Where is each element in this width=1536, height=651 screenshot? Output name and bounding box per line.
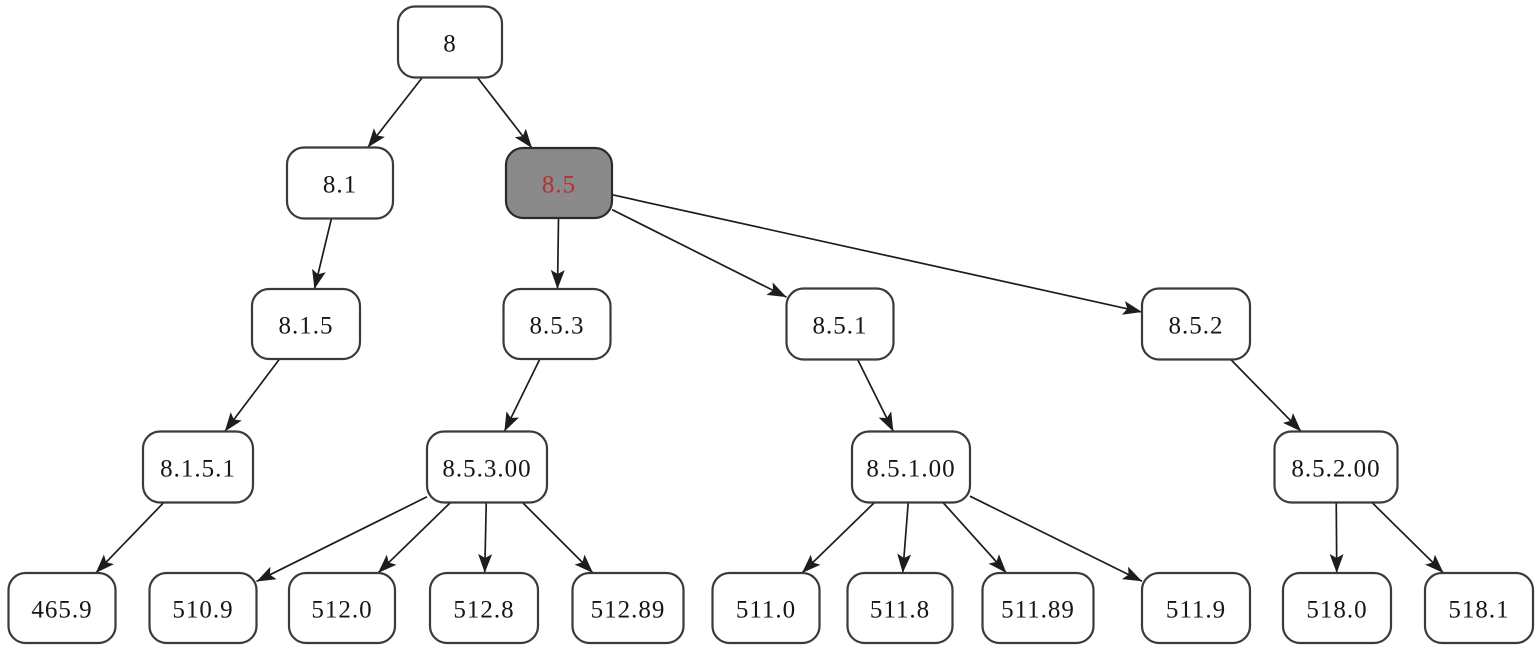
node-8-1-5-1: 8.1.5.1: [141, 430, 255, 504]
edge-8-5-1-00-to-511-0: [801, 501, 876, 574]
node-label-8-5-3: 8.5.3: [530, 313, 585, 340]
node-8-5-2-00: 8.5.2.00: [1273, 430, 1399, 504]
node-box-510-9: [148, 571, 258, 645]
edge-8-5-2-00-to-518-0: [1329, 502, 1344, 574]
node-box-511-89: [981, 571, 1095, 645]
node-511-8: 511.8: [846, 571, 954, 645]
node-label-511-0: 511.0: [736, 597, 796, 624]
node-511-9: 511.9: [1140, 571, 1252, 645]
node-label-8-1-5-1: 8.1.5.1: [160, 456, 236, 483]
node-8-5: 8.5: [504, 146, 614, 220]
node-label-8-1: 8.1: [323, 172, 357, 199]
node-label-510-9: 510.9: [172, 597, 233, 624]
node-box-8-1-5: [250, 287, 362, 361]
node-box-8-5-2: [1140, 287, 1252, 361]
node-label-8-1-5: 8.1.5: [279, 313, 334, 340]
node-512-89: 512.89: [571, 571, 685, 645]
edge-8-5-3-00-to-512-8: [478, 502, 493, 574]
node-510-9: 510.9: [148, 571, 258, 645]
node-label-511-8: 511.8: [870, 597, 930, 624]
edge-8-5-3-00-to-512-89: [521, 501, 594, 574]
edge-8-1-5-1-to-465-9: [95, 501, 165, 574]
node-box-511-9: [1140, 571, 1252, 645]
node-box-8-5-1-00: [850, 430, 972, 504]
node-8-1: 8.1: [285, 146, 395, 220]
edge-8-5-1-00-to-511-89: [942, 501, 1008, 574]
node-box-518-0: [1281, 571, 1393, 645]
node-8-5-1-00: 8.5.1.00: [850, 430, 972, 504]
node-label-8-5-2-00: 8.5.2.00: [1291, 456, 1380, 483]
node-box-511-8: [846, 571, 954, 645]
node-8-1-5: 8.1.5: [250, 287, 362, 361]
node-layer: 8 8.1 8.5 8.1.5 8.5.3 8.5.1 8.5.2 8.1.5.1 8.5.3.…: [7, 5, 1535, 645]
node-label-511-89: 511.89: [1001, 597, 1075, 624]
edge-layer: [95, 76, 1445, 583]
edge-8-5-to-8-5-1: [611, 208, 787, 298]
edge-8-5-to-8-5-3: [550, 217, 565, 290]
edge-8-to-8-1: [367, 76, 423, 149]
edge-8-5-2-00-to-518-1: [1371, 501, 1445, 574]
node-518-0: 518.0: [1281, 571, 1393, 645]
node-518-1: 518.1: [1423, 571, 1535, 645]
node-8-5-3: 8.5.3: [502, 287, 612, 361]
node-box-465-9: [7, 571, 117, 645]
node-511-0: 511.0: [711, 571, 821, 645]
node-label-512-89: 512.89: [591, 597, 666, 624]
node-label-512-0: 512.0: [311, 597, 372, 624]
node-8-5-1: 8.5.1: [785, 287, 895, 361]
node-box-511-0: [711, 571, 821, 645]
node-box-8-5-2-00: [1273, 430, 1399, 504]
node-box-8-5-3-00: [425, 430, 549, 504]
node-512-8: 512.8: [428, 571, 540, 645]
node-label-518-0: 518.0: [1306, 597, 1367, 624]
edge-8-1-5-to-8-1-5-1: [224, 358, 281, 433]
edge-8-5-1-00-to-511-9: [969, 495, 1143, 583]
node-label-465-9: 465.9: [31, 597, 92, 624]
node-511-89: 511.89: [981, 571, 1095, 645]
node-8: 8: [396, 5, 504, 79]
node-465-9: 465.9: [7, 571, 117, 645]
node-box-512-0: [287, 571, 397, 645]
edge-8-5-3-00-to-510-9: [256, 496, 428, 583]
edge-8-1-to-8-1-5: [312, 218, 333, 290]
edge-8-to-8-5: [476, 76, 533, 149]
node-512-0: 512.0: [287, 571, 397, 645]
node-label-511-9: 511.9: [1166, 597, 1226, 624]
node-box-8-5-3: [502, 287, 612, 361]
edge-8-5-3-to-8-5-3-00: [503, 358, 541, 432]
node-box-512-8: [428, 571, 540, 645]
node-label-8-5-1-00: 8.5.1.00: [866, 456, 955, 483]
edge-8-5-2-to-8-5-2-00: [1230, 358, 1302, 433]
node-box-8-5-1: [785, 287, 895, 361]
node-label-8-5: 8.5: [542, 172, 576, 199]
edge-8-5-1-00-to-511-8: [897, 502, 912, 574]
node-box-8-5: [504, 146, 614, 220]
node-label-8-5-1: 8.5.1: [813, 313, 868, 340]
node-box-8-1: [285, 146, 395, 220]
node-box-8: [396, 5, 504, 79]
node-8-5-3-00: 8.5.3.00: [425, 430, 549, 504]
node-box-512-89: [571, 571, 685, 645]
node-label-8: 8: [443, 31, 457, 58]
node-label-512-8: 512.8: [453, 597, 514, 624]
node-box-518-1: [1423, 571, 1535, 645]
node-box-8-1-5-1: [141, 430, 255, 504]
node-label-8-5-3-00: 8.5.3.00: [442, 456, 531, 483]
node-label-8-5-2: 8.5.2: [1169, 313, 1224, 340]
edge-8-5-to-8-5-2: [611, 193, 1143, 315]
node-label-518-1: 518.1: [1448, 597, 1509, 624]
edge-8-5-1-to-8-5-1-00: [856, 359, 895, 432]
edge-8-5-3-00-to-512-0: [377, 501, 452, 574]
node-8-5-2: 8.5.2: [1140, 287, 1252, 361]
